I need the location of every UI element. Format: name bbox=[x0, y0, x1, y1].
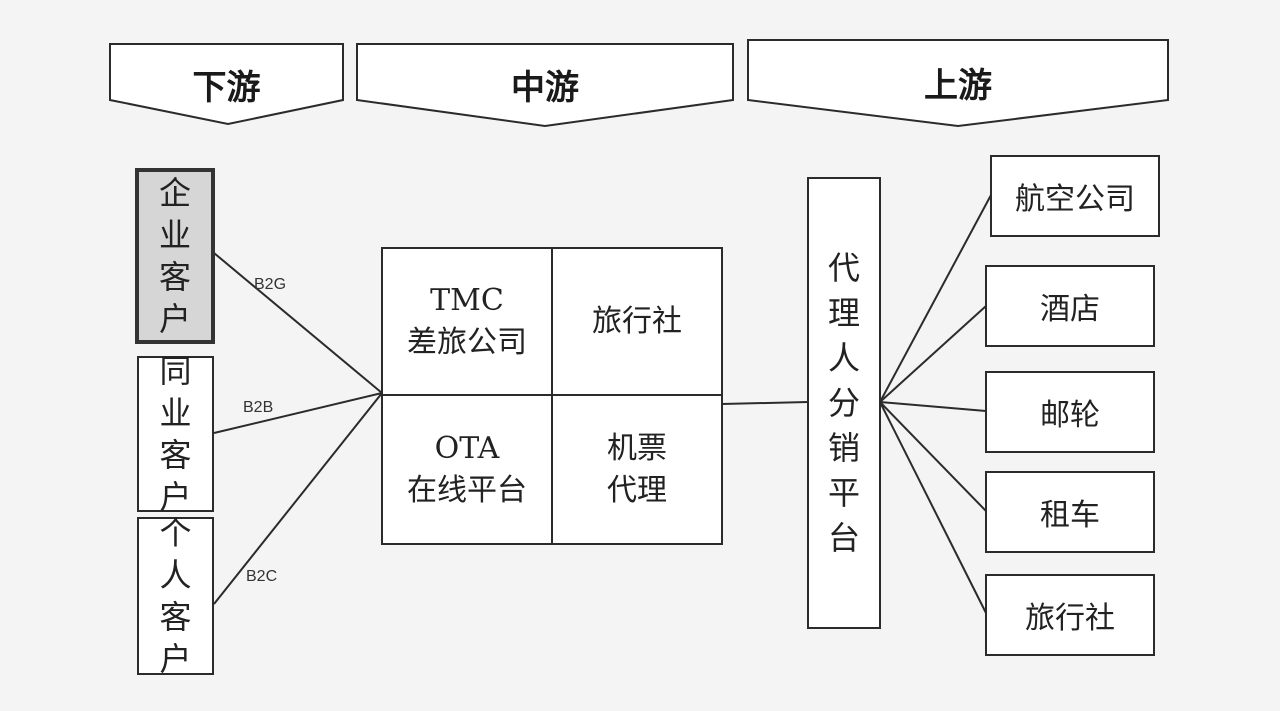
link-car-rental bbox=[879, 401, 987, 512]
node-travel-agency-up: 旅行社 bbox=[985, 574, 1155, 656]
banner-upstream-label: 上游 bbox=[924, 65, 992, 106]
node-hotel: 酒店 bbox=[985, 265, 1155, 347]
node-enterprise-customer-label: 企 业 客 户 bbox=[158, 174, 191, 338]
node-airline: 航空公司 bbox=[990, 155, 1160, 237]
banner-midstream-label: 中游 bbox=[511, 67, 579, 108]
node-peer-customer: 同 业 客 户 bbox=[137, 352, 214, 516]
link-center-platform bbox=[721, 401, 809, 405]
edge-label-b2g: B2G bbox=[254, 276, 287, 293]
cell-ticket-agent-line2: 代理 bbox=[607, 472, 667, 508]
node-travel-agency-up-label: 旅行社 bbox=[1025, 601, 1115, 636]
cell-ota: OTA 在线平台 bbox=[381, 394, 553, 545]
node-enterprise-customer: 企 业 客 户 bbox=[135, 168, 215, 344]
edge-label-b2b: B2B bbox=[243, 399, 274, 416]
banner-midstream-shape bbox=[356, 43, 734, 128]
node-car-rental-label: 租车 bbox=[1040, 498, 1100, 533]
node-hotel-label: 酒店 bbox=[1040, 292, 1100, 327]
cell-tmc-line1: TMC bbox=[430, 282, 504, 318]
node-distribution-platform: 代 理 人 分 销 平 台 bbox=[807, 177, 881, 629]
cell-ota-line2: 在线平台 bbox=[407, 472, 527, 508]
link-travel-agency-up bbox=[879, 401, 987, 614]
cell-ota-line1: OTA bbox=[434, 430, 500, 466]
link-b2b bbox=[213, 392, 383, 434]
node-cruise: 邮轮 bbox=[985, 371, 1155, 453]
cell-travel-agency-mid: 旅行社 bbox=[551, 247, 723, 396]
node-airline-label: 航空公司 bbox=[1015, 182, 1135, 217]
edge-label-b2c: B2C bbox=[246, 568, 278, 585]
node-peer-customer-label: 同 业 客 户 bbox=[159, 352, 192, 516]
cell-ticket-agent: 机票 代理 bbox=[551, 394, 723, 545]
link-airline bbox=[879, 194, 992, 403]
node-cruise-label: 邮轮 bbox=[1040, 398, 1100, 433]
cell-tmc: TMC 差旅公司 bbox=[381, 247, 553, 396]
cell-ticket-agent-line1: 机票 bbox=[607, 430, 667, 466]
node-distribution-platform-label: 代 理 人 分 销 平 台 bbox=[827, 248, 860, 557]
link-hotel bbox=[879, 305, 987, 403]
link-b2g bbox=[213, 252, 383, 394]
banner-upstream-shape bbox=[747, 39, 1169, 128]
node-car-rental: 租车 bbox=[985, 471, 1155, 553]
cell-travel-agency-mid-label: 旅行社 bbox=[592, 303, 682, 339]
link-b2c bbox=[213, 392, 383, 605]
node-individual-customer: 个 人 客 户 bbox=[137, 514, 214, 678]
banner-downstream-label: 下游 bbox=[192, 67, 261, 108]
node-individual-customer-label: 个 人 客 户 bbox=[159, 514, 192, 678]
banner-downstream-shape bbox=[109, 43, 344, 126]
link-cruise bbox=[879, 401, 987, 412]
cell-tmc-line2: 差旅公司 bbox=[407, 324, 527, 360]
